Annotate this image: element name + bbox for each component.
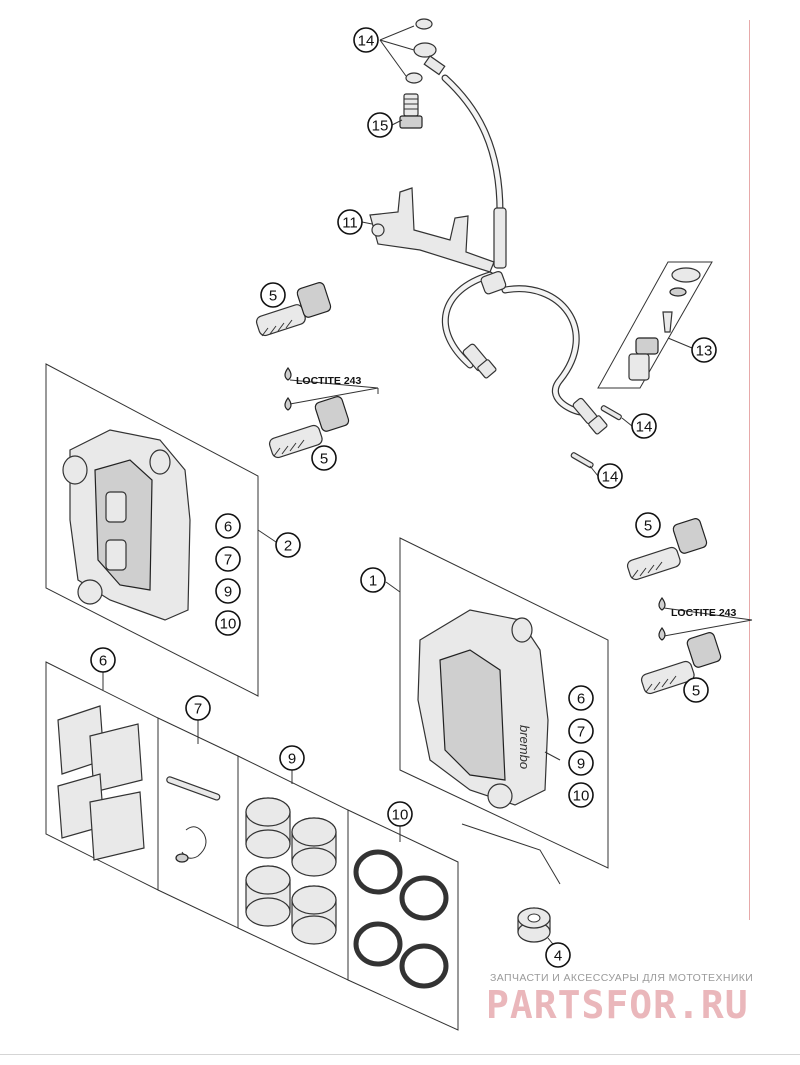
callout-6: 6 — [215, 513, 241, 539]
caliper-piston — [245, 865, 291, 927]
svg-text:9: 9 — [224, 584, 232, 601]
threadlocker-drop — [658, 626, 666, 641]
svg-text:15: 15 — [372, 118, 389, 135]
callout-9: 9 — [568, 750, 594, 776]
small-seal-pin — [600, 405, 622, 421]
caliper-piston — [291, 817, 337, 877]
threadlocker-drop — [658, 596, 666, 611]
svg-text:10: 10 — [392, 807, 409, 824]
svg-text:9: 9 — [577, 756, 585, 773]
callout-14: 14 — [353, 27, 379, 53]
callout-10: 10 — [387, 801, 413, 827]
bleed-screw — [399, 93, 423, 129]
callout-2: 2 — [275, 532, 301, 558]
svg-text:9: 9 — [288, 751, 296, 768]
callout-14: 14 — [631, 413, 657, 439]
brake-pads-kit — [45, 661, 159, 891]
svg-text:7: 7 — [194, 701, 202, 718]
callout-5: 5 — [683, 677, 709, 703]
piston-seal-ring — [399, 875, 449, 921]
piston-seal-ring — [353, 849, 403, 895]
watermark-tagline: ЗАПЧАСТИ И АКСЕССУАРЫ ДЛЯ МОТОТЕХНИКИ — [490, 972, 754, 984]
callout-7: 7 — [185, 695, 211, 721]
bottom-rule — [0, 1054, 800, 1055]
svg-text:11: 11 — [342, 215, 358, 232]
callout-9: 9 — [279, 745, 305, 771]
mounting-bolt — [255, 282, 332, 337]
brake-pad — [89, 723, 143, 793]
piston-seal-ring — [353, 921, 403, 967]
caliper-piston — [291, 885, 337, 945]
threadlocker-drop — [284, 396, 292, 411]
seal-ring-kit — [347, 809, 459, 1031]
watermark-brand: PARTSFOR.RU — [486, 983, 749, 1027]
callout-5: 5 — [311, 445, 337, 471]
mounting-bolt — [626, 518, 708, 581]
caliper-piston — [245, 797, 291, 859]
hose-bracket — [369, 187, 495, 273]
callout-10: 10 — [215, 610, 241, 636]
svg-text:14: 14 — [602, 469, 619, 486]
sealing-washer — [415, 18, 433, 30]
svg-text:6: 6 — [99, 653, 107, 670]
piston-seal-ring — [399, 943, 449, 989]
callout-7: 7 — [215, 546, 241, 572]
banjo-fitting — [413, 42, 437, 58]
svg-text:14: 14 — [358, 33, 375, 50]
svg-text:13: 13 — [696, 343, 713, 360]
brake-line-assembly — [361, 18, 633, 477]
svg-text:7: 7 — [224, 552, 232, 569]
svg-text:14: 14 — [636, 419, 653, 436]
svg-text:5: 5 — [692, 683, 700, 700]
margin-line — [749, 20, 750, 920]
loctite-label-left: LOCTITE 243 — [296, 375, 362, 387]
svg-text:7: 7 — [577, 724, 585, 741]
callout-7: 7 — [568, 718, 594, 744]
svg-text:6: 6 — [577, 691, 585, 708]
callout-13: 13 — [691, 337, 717, 363]
brake-pad — [89, 791, 145, 861]
callout-5: 5 — [260, 282, 286, 308]
loctite-label-right: LOCTITE 243 — [671, 607, 737, 619]
right-caliper-group: brembo — [385, 537, 609, 885]
svg-text:4: 4 — [554, 948, 562, 965]
small-seal-pin — [570, 452, 594, 469]
svg-text:2: 2 — [284, 538, 292, 555]
spacer-bushing — [517, 907, 557, 949]
svg-text:5: 5 — [644, 518, 652, 535]
svg-text:10: 10 — [220, 616, 237, 633]
callout-5: 5 — [635, 512, 661, 538]
piston-kit — [237, 755, 349, 981]
pad-pin-kit — [157, 717, 239, 929]
svg-text:1: 1 — [369, 573, 377, 590]
callout-6: 6 — [90, 647, 116, 673]
threadlocker-drop — [284, 366, 292, 381]
callout-6: 6 — [568, 685, 594, 711]
caliper-logo: brembo — [517, 725, 532, 769]
pad-spring-clip — [181, 826, 207, 859]
bleeder-kit — [597, 261, 713, 389]
hose-sleeve — [493, 207, 507, 269]
callout-14: 14 — [597, 463, 623, 489]
callout-11: 11 — [337, 209, 363, 235]
left-caliper-group — [45, 363, 277, 697]
svg-text:10: 10 — [573, 788, 590, 805]
mounting-bolt — [268, 396, 350, 459]
callout-15: 15 — [367, 112, 393, 138]
callout-9: 9 — [215, 578, 241, 604]
callout-1: 1 — [360, 567, 386, 593]
svg-text:5: 5 — [320, 451, 328, 468]
pad-pin — [166, 776, 221, 801]
sealing-washer — [405, 72, 423, 84]
mounting-bolt — [640, 632, 722, 695]
svg-text:6: 6 — [224, 519, 232, 536]
svg-text:5: 5 — [269, 288, 277, 305]
callout-10: 10 — [568, 782, 594, 808]
callout-4: 4 — [545, 942, 571, 968]
